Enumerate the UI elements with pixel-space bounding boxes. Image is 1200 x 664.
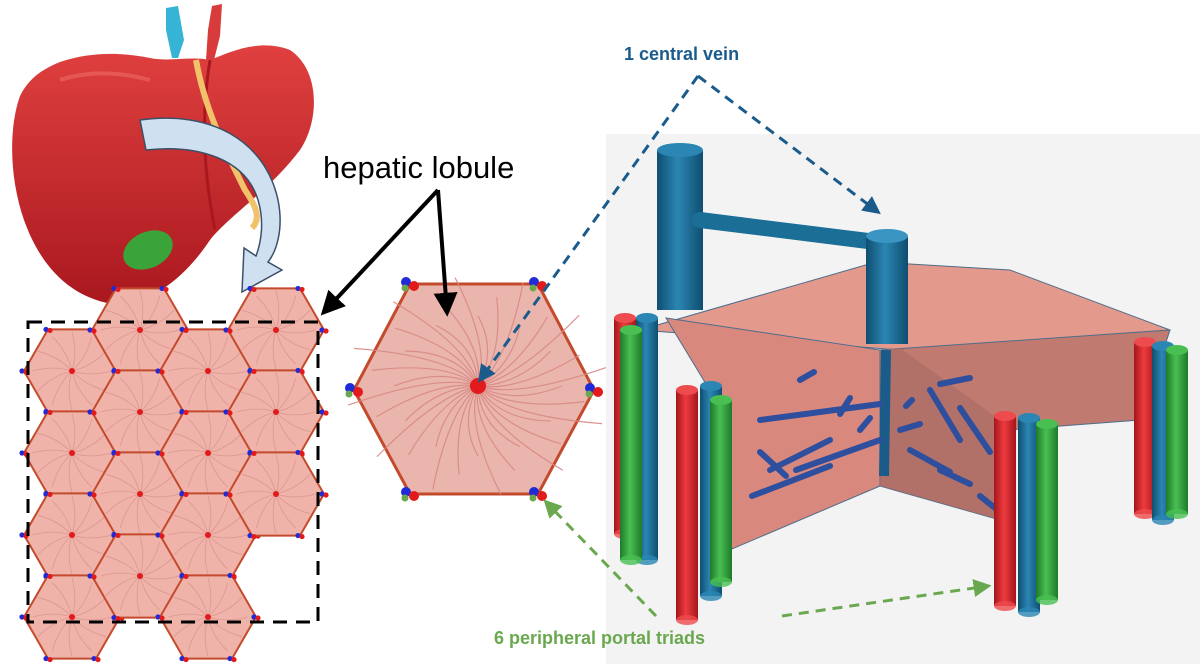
lobule-hex	[223, 449, 329, 540]
portal-triad-dot	[401, 277, 419, 292]
portal-triads-label: 6 peripheral portal triads	[494, 628, 705, 648]
lobule-hex	[223, 285, 329, 376]
lobule-pointer-arrows	[320, 188, 458, 317]
portal-triad-arrows	[543, 499, 992, 618]
liver-organ-icon	[12, 4, 314, 306]
portal-triad-dot	[401, 487, 419, 502]
hepatic-lobule-label: hepatic lobule	[323, 150, 514, 185]
lobule-hex	[87, 531, 193, 622]
lobule-3d-model	[606, 134, 1200, 664]
single-lobule	[345, 277, 609, 502]
curved-arrow-icon	[139, 117, 284, 294]
lobule-hex	[87, 285, 193, 376]
central-vein-dot	[470, 378, 486, 394]
lobule-hex	[155, 326, 261, 417]
central-vein-arrows	[477, 74, 881, 383]
lobule-hex	[19, 572, 125, 663]
portal-triad-dot	[529, 277, 547, 292]
portal-triad-dot	[585, 383, 603, 398]
selection-box	[26, 320, 320, 624]
portal-triad-dot	[529, 487, 547, 502]
central-vein-label: 1 central vein	[624, 44, 739, 64]
lobule-hex	[155, 572, 261, 663]
lobule-grid	[19, 285, 329, 663]
portal-triad-dot	[345, 383, 363, 398]
